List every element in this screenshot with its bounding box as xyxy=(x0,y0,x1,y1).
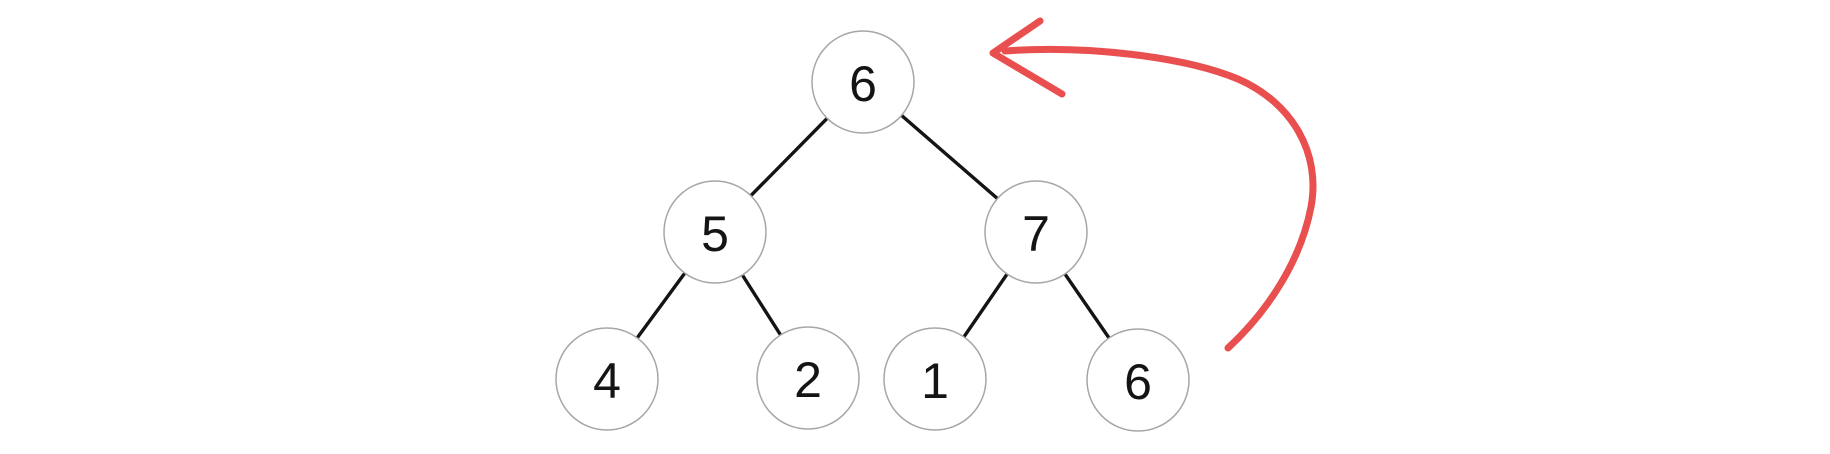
tree-node-L: 5 xyxy=(663,180,767,284)
node-label: 2 xyxy=(794,352,822,408)
node-circle xyxy=(663,180,767,284)
node-circle xyxy=(883,327,987,431)
node-label: 7 xyxy=(1022,206,1050,262)
tree-node-LL: 4 xyxy=(555,327,659,431)
node-label: 5 xyxy=(701,206,729,262)
tree-nodes-layer: 6 5 7 4 2 1 6 xyxy=(555,30,1190,432)
node-label: 6 xyxy=(849,56,877,112)
node-label: 6 xyxy=(1124,354,1152,410)
arrow-shaft xyxy=(1001,45,1317,352)
tree-node-R: 7 xyxy=(984,180,1088,284)
node-circle xyxy=(1086,328,1190,432)
node-label: 1 xyxy=(921,353,949,409)
tree-node-root: 6 xyxy=(811,30,915,134)
node-label: 4 xyxy=(593,353,621,409)
tree-node-RR: 6 xyxy=(1086,328,1190,432)
node-circle xyxy=(756,326,860,430)
node-circle xyxy=(811,30,915,134)
tree-node-LR: 2 xyxy=(756,326,860,430)
node-circle xyxy=(984,180,1088,284)
arrow-head-icon xyxy=(989,17,1066,98)
node-circle xyxy=(555,327,659,431)
annotation-arrow xyxy=(989,17,1317,352)
tree-node-RL: 1 xyxy=(883,327,987,431)
